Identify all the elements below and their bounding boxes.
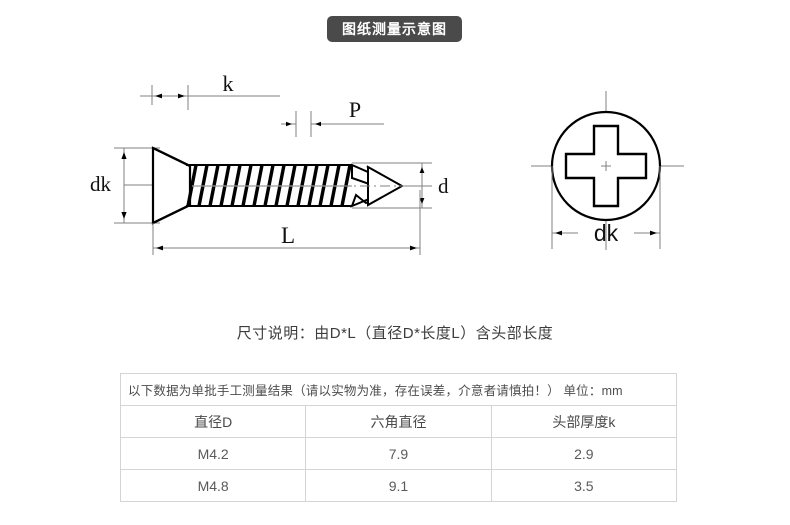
- dimension-label-d: d: [438, 174, 449, 198]
- cell-head-thickness: 2.9: [490, 437, 678, 470]
- dimension-p-arrows: [286, 121, 321, 127]
- dimension-label-L: L: [281, 223, 295, 248]
- column-header-head-thickness: 头部厚度k: [490, 405, 678, 438]
- dimension-label-k: k: [223, 71, 234, 96]
- screw-side-view-icon: dk k: [90, 71, 449, 255]
- column-header-hex-diameter: 六角直径: [305, 405, 492, 438]
- table-row: M4.2 7.9 2.9: [119, 437, 678, 470]
- dimension-L: [152, 190, 421, 255]
- screw-head-top-view-icon: dk: [531, 91, 684, 250]
- cell-hex-diameter: 7.9: [305, 437, 492, 470]
- dimension-dk-side-arrows: [121, 152, 127, 219]
- dimension-dk-top-arrows: [555, 230, 657, 236]
- specification-table: 以下数据为单批手工测量结果（请以实物为准，存在误差，介意者请慎拍！） 单位：mm…: [119, 373, 678, 502]
- size-description-caption: 尺寸说明：由D*L（直径D*长度L）含头部长度: [236, 325, 554, 342]
- dimension-label-dk-top: dk: [594, 220, 619, 246]
- column-header-diameter: 直径D: [119, 405, 307, 438]
- head-bevel-top: [152, 147, 191, 167]
- countersunk-head-shape: [151, 146, 192, 225]
- technical-drawing: dk k: [0, 55, 790, 295]
- table-note-row: 以下数据为单批手工测量结果（请以实物为准，存在误差，介意者请慎拍！） 单位：mm: [120, 373, 677, 406]
- head-bevel-bottom: [152, 204, 191, 224]
- table-header-row: 直径D 六角直径 头部厚度k: [119, 405, 678, 438]
- title-banner-label: 图纸测量示意图: [342, 21, 447, 37]
- dimension-label-p: P: [349, 97, 361, 122]
- drill-point-shape: [340, 163, 405, 208]
- table-row: M4.8 9.1 3.5: [119, 469, 678, 502]
- title-banner: 图纸测量示意图: [327, 16, 462, 42]
- dimension-d-arrows: [419, 167, 425, 204]
- cell-diameter: M4.2: [119, 437, 307, 470]
- cell-hex-diameter: 9.1: [305, 469, 492, 502]
- center-mark-icon: [601, 161, 611, 171]
- dimension-p: [281, 111, 384, 137]
- cell-diameter: M4.8: [119, 469, 307, 502]
- dimension-k-arrows: [155, 93, 185, 99]
- dimension-label-dk-side: dk: [90, 172, 112, 196]
- dimension-L-arrows: [156, 245, 417, 251]
- cell-head-thickness: 3.5: [490, 469, 678, 502]
- table-note-cell: 以下数据为单批手工测量结果（请以实物为准，存在误差，介意者请慎拍！） 单位：mm: [120, 373, 677, 406]
